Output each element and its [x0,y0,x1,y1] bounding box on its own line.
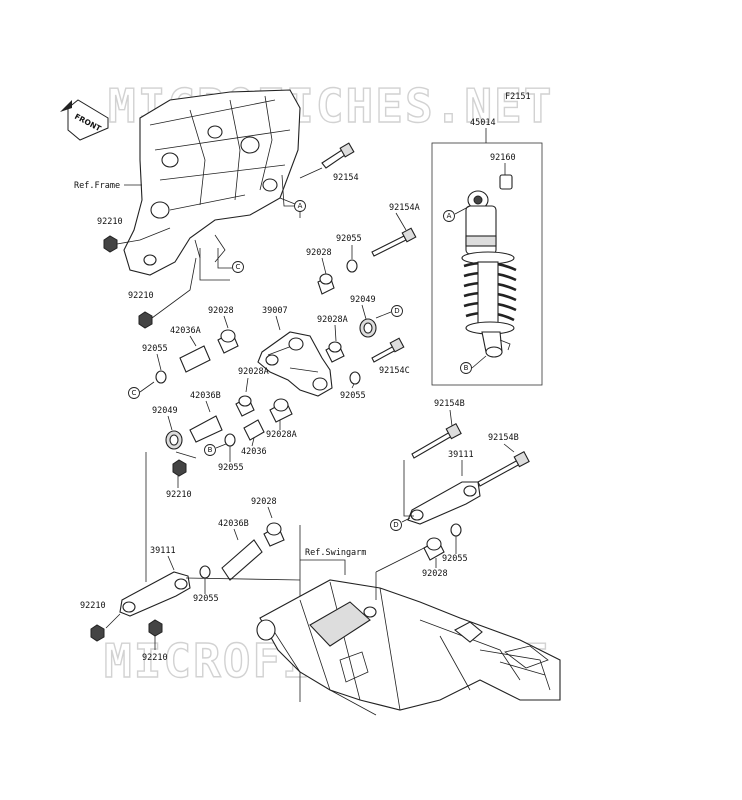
collar-42036 [243,419,265,441]
svg-text:A: A [298,202,303,210]
bolt-92154b-1 [411,423,462,459]
bolt-92154c [371,337,405,363]
part-92049-left: 92049 [152,406,178,416]
tie-rod-39111-right [407,481,481,525]
svg-text:B: B [208,446,213,454]
part-45014: 45014 [470,118,496,128]
svg-text:D: D [394,307,399,315]
rear-shock-absorber [461,190,517,358]
part-92028a-3: 92028A [266,430,297,440]
part-39111-left: 39111 [150,546,176,556]
part-92055-mid: 92055 [340,391,366,401]
svg-text:C: C [236,263,241,271]
nut-92210-mid [172,459,187,477]
bolt-92154a [371,227,417,257]
callout-c-left: C [128,387,140,399]
part-92055-right: 92055 [442,554,468,564]
part-92049-top: 92049 [350,295,376,305]
collar-92160 [499,174,513,190]
tie-rod-39111-left [119,571,191,617]
part-92154c: 92154C [379,366,410,376]
callout-c-frame: C [232,261,244,273]
frame-illustration [123,89,301,276]
part-92210-frame2: 92210 [128,291,154,301]
part-92055-top: 92055 [336,234,362,244]
ref-frame-label: Ref.Frame [74,181,120,191]
figure-code: F2151 [505,92,531,102]
collar-42036b-2 [221,539,263,581]
part-42036b-2: 42036B [218,519,249,529]
shock-assembly-box [431,142,543,386]
swingarm-illustration [256,579,561,711]
part-92055-low: 92055 [193,594,219,604]
linkage-39007 [257,331,333,397]
bushing-92028-right [423,537,445,561]
part-92210-mid: 92210 [166,490,192,500]
collar-42036a [179,345,211,373]
bushing-92028-low [263,522,285,547]
callout-a-shock: A [443,210,455,222]
part-92210-low1: 92210 [80,601,106,611]
bolt-92154 [321,142,355,169]
part-92154a: 92154A [389,203,420,213]
callout-b-shock: B [460,362,472,374]
part-92210-low2: 92210 [142,653,168,663]
part-92154: 92154 [333,173,359,183]
bolt-92154b-2 [477,451,530,487]
collar-42036b-1 [189,415,223,443]
front-arrow-icon: FRONT [60,99,109,141]
part-92154b-2: 92154B [488,433,519,443]
part-92028-low: 92028 [251,497,277,507]
oring-92055-low [199,565,211,579]
svg-text:D: D [393,521,398,529]
part-92028a-2: 92028A [238,367,269,377]
nut-92210-low2 [148,619,163,637]
part-92028-top: 92028 [306,248,332,258]
part-92028-left: 92028 [208,306,234,316]
svg-text:C: C [132,389,137,397]
oring-92055-left [155,370,167,384]
svg-text:A: A [447,212,452,220]
part-92055-left: 92055 [142,344,168,354]
callout-a-frame: A [294,200,306,212]
part-39111-right: 39111 [448,450,474,460]
part-92210-frame: 92210 [97,217,123,227]
callout-d-top: D [391,305,403,317]
part-92154b-1: 92154B [434,399,465,409]
part-92028-right: 92028 [422,569,448,579]
callout-b-left: B [204,444,216,456]
bushing-92028-top [317,273,335,295]
oring-92055-right [450,523,462,537]
oring-92055-b [224,433,236,447]
bushing-92028a-2 [235,395,255,417]
bushing-92028-left [217,329,239,354]
part-92028a-1: 92028A [317,315,348,325]
part-92160: 92160 [490,153,516,163]
ref-swingarm-label: Ref.Swingarm [305,548,366,558]
bushing-92028a-3 [269,398,293,423]
part-92055-b: 92055 [218,463,244,473]
callout-d-right: D [390,519,402,531]
svg-text:B: B [464,364,469,372]
part-39007: 39007 [262,306,288,316]
oring-92055-mid [349,371,361,385]
bushing-92028a-1 [325,341,345,363]
part-42036a: 42036A [170,326,201,336]
oring-92055-top [346,259,358,273]
part-42036b-1: 42036B [190,391,221,401]
part-42036: 42036 [241,447,267,457]
nut-92210-low1 [90,624,105,642]
